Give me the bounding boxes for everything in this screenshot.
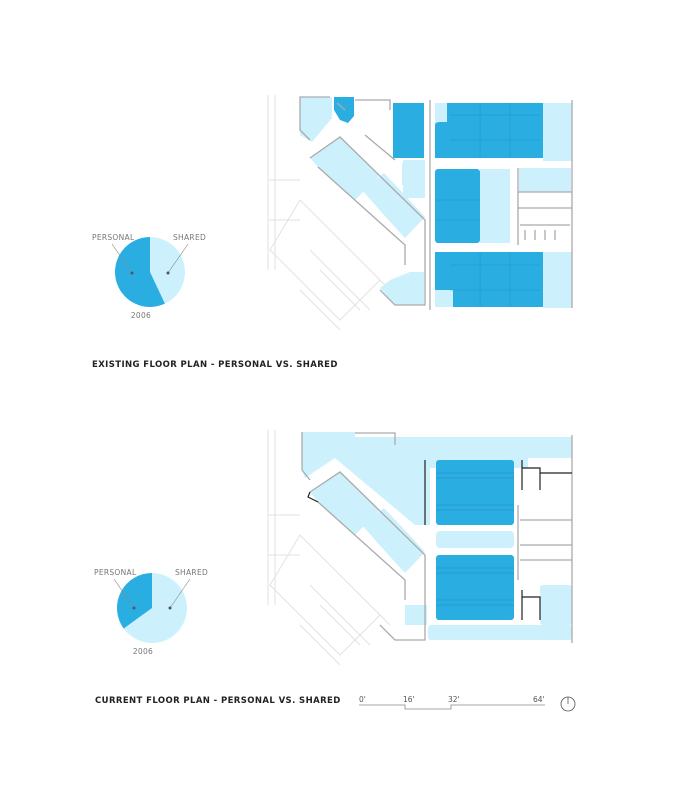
existing-floor-plan — [267, 95, 573, 331]
scale-tick-16: 16' — [403, 695, 415, 704]
current-plan-caption: CURRENT FLOOR PLAN - PERSONAL VS. SHARED — [95, 696, 341, 706]
partitions — [307, 460, 572, 620]
current-pie-personal-label: PERSONAL — [94, 568, 137, 577]
existing-pie-shared-label: SHARED — [173, 233, 206, 242]
current-floor-plan — [267, 430, 573, 666]
personal-areas — [334, 97, 543, 307]
pie-slice-shared — [123, 573, 187, 643]
shared-areas — [302, 432, 572, 640]
personal-areas — [436, 460, 514, 620]
scale-bar — [359, 704, 545, 710]
pie-slice-personal — [114, 237, 165, 308]
pie-slice-shared — [150, 237, 185, 304]
scale-tick-64: 64' — [533, 695, 545, 704]
north-arrow-icon — [560, 696, 576, 712]
walls — [301, 432, 573, 643]
scale-tick-0: 0' — [359, 695, 366, 704]
ghost-linework — [267, 95, 391, 331]
pie-slice-personal — [116, 573, 152, 629]
ghost-linework — [267, 430, 391, 666]
desk-linework — [436, 472, 514, 606]
current-pie-year: 2006 — [133, 647, 153, 656]
existing-pie-year: 2006 — [131, 311, 151, 320]
existing-pie-chart — [114, 237, 185, 308]
existing-pie-personal-label: PERSONAL — [92, 233, 135, 242]
current-pie-chart — [116, 573, 187, 643]
desk-linework — [435, 103, 540, 307]
current-pie-shared-label: SHARED — [175, 568, 208, 577]
scale-tick-32: 32' — [448, 695, 460, 704]
existing-plan-caption: EXISTING FLOOR PLAN - PERSONAL VS. SHARE… — [92, 360, 338, 370]
walls — [299, 96, 573, 310]
